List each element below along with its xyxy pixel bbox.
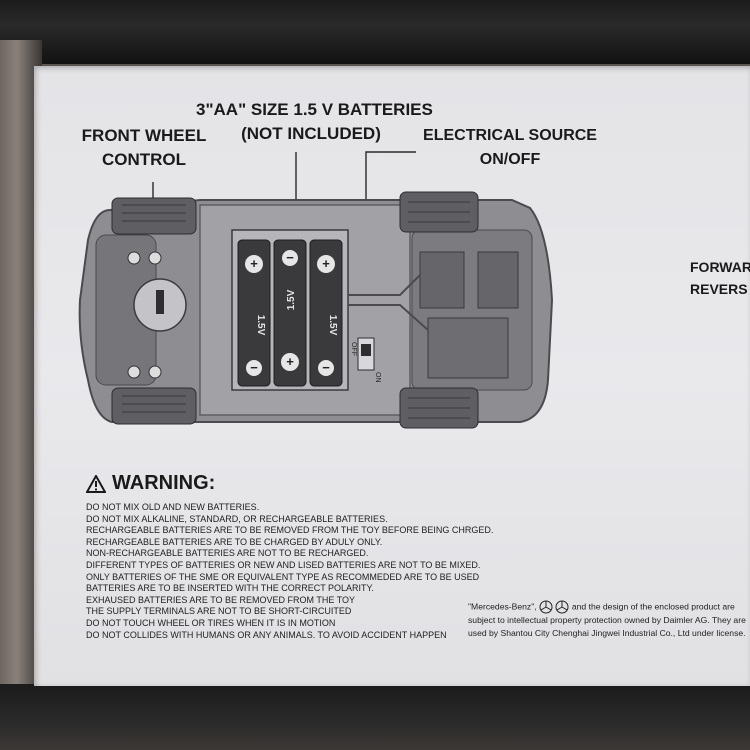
svg-text:+: +: [322, 256, 330, 271]
battery-3-label: 1.5V: [327, 315, 338, 336]
wire-b: [348, 304, 429, 331]
battery-2: − +: [273, 239, 307, 387]
front-wheel-label: FRONT WHEEL CONTROL: [64, 124, 224, 172]
warning-line: NON-RECHARGEABLE BATTERIES ARE NOT TO BE…: [86, 548, 369, 559]
rear-right-wheel: [399, 387, 479, 429]
front-screw-bottom-b: [148, 365, 162, 379]
power-switch-knob: [361, 344, 371, 356]
mercedes-star-icon: [555, 600, 569, 614]
front-screw-top-b: [148, 251, 162, 265]
front-wheel-label-line2: CONTROL: [101, 150, 187, 169]
warning-line: DO NOT TOUCH WHEEL OR TIRES WHEN IT IS I…: [86, 617, 336, 628]
warning-line: DO NOT COLLIDES WITH HUMANS OR ANY ANIMA…: [86, 629, 447, 640]
license-line2: subject to intellectual property protect…: [468, 615, 746, 625]
battery-2-label: 1.5V: [286, 289, 297, 310]
reverse-label: REVERS: [690, 281, 748, 297]
svg-text:−: −: [322, 360, 330, 375]
warning-line: BATTERIES ARE TO BE INSERTED WITH THE CO…: [86, 583, 374, 594]
warning-triangle-icon: [86, 474, 106, 493]
svg-text:−: −: [250, 360, 258, 375]
batteries-label-line2: (NOT INCLUDED): [241, 124, 381, 143]
steering-pointer: [156, 290, 164, 314]
batteries-label-line1: 3"AA" SIZE 1.5 V BATTERIES: [196, 100, 433, 119]
front-right-wheel: [111, 387, 197, 425]
warning-line: DO NOT MIX OLD AND NEW BATTERIES.: [86, 502, 260, 512]
warning-line: ONLY BATTERIES OF THE SME OR EQUIVALENT …: [86, 571, 480, 582]
front-screw-bottom-a: [127, 365, 141, 379]
mercedes-star-icon: [539, 600, 553, 614]
warning-line: DO NOT MIX ALKALINE, STANDARD, OR RECHAR…: [86, 513, 388, 524]
warning-line: THE SUPPLY TERMINALS ARE NOT TO BE SHORT…: [86, 606, 352, 617]
svg-text:+: +: [286, 354, 294, 369]
license-text: "Mercedes-Benz", and the design of the e…: [468, 600, 748, 640]
batteries-label: 3"AA" SIZE 1.5 V BATTERIES (NOT INCLUDED…: [196, 98, 433, 146]
license-line1-end: and the design of the enclosed product a…: [571, 601, 735, 612]
forward-reverse-label: FORWAR REVERS: [690, 256, 750, 300]
battery-3: + −: [309, 239, 343, 387]
battery-1-label: 1.5V: [255, 315, 266, 336]
license-line3: used by Shantou City Chenghai Jingwei In…: [468, 628, 746, 638]
gear-block: [477, 251, 519, 309]
switch-off-label: OFF: [350, 342, 357, 356]
front-wheel-label-line1: FRONT WHEEL: [81, 126, 207, 145]
electrical-source-label: ELECTRICAL SOURCE ON/OFF: [420, 124, 600, 172]
wire-a: [348, 274, 421, 296]
warning-line: RECHARGEABLE BATTERIES ARE TO BE REMOVED…: [86, 525, 494, 536]
warning-list: DO NOT MIX OLD AND NEW BATTERIES. DO NOT…: [86, 502, 493, 641]
svg-text:+: +: [250, 256, 258, 271]
warning-title: WARNING:: [112, 472, 216, 494]
electrical-source-line2: ON/OFF: [479, 151, 541, 168]
warning-heading: WARNING:: [86, 472, 215, 495]
rear-left-wheel: [399, 191, 479, 233]
warning-line: DIFFERENT TYPES OF BATTERIES OR NEW AND …: [86, 559, 481, 570]
license-line1-start: "Mercedes-Benz",: [468, 601, 537, 612]
front-screw-top-a: [127, 251, 141, 265]
box-bottom-edge: [0, 684, 750, 750]
switch-on-label: ON: [374, 372, 381, 383]
gearbox: [427, 317, 509, 379]
front-left-wheel: [111, 197, 197, 235]
battery-1: + −: [237, 239, 271, 387]
motor-block: [419, 251, 465, 309]
electrical-source-line1: ELECTRICAL SOURCE: [423, 127, 597, 144]
box-top-edge: [0, 0, 750, 64]
warning-line: RECHARGEABLE BATTERIES ARE TO BE CHARGED…: [86, 536, 383, 547]
warning-line: EXHAUSED BATTERIES ARE TO BE REMOVED FRO…: [86, 594, 356, 605]
svg-text:−: −: [286, 250, 294, 265]
forward-label: FORWAR: [690, 259, 750, 275]
license-line1: "Mercedes-Benz", and the design of the e…: [468, 600, 748, 614]
